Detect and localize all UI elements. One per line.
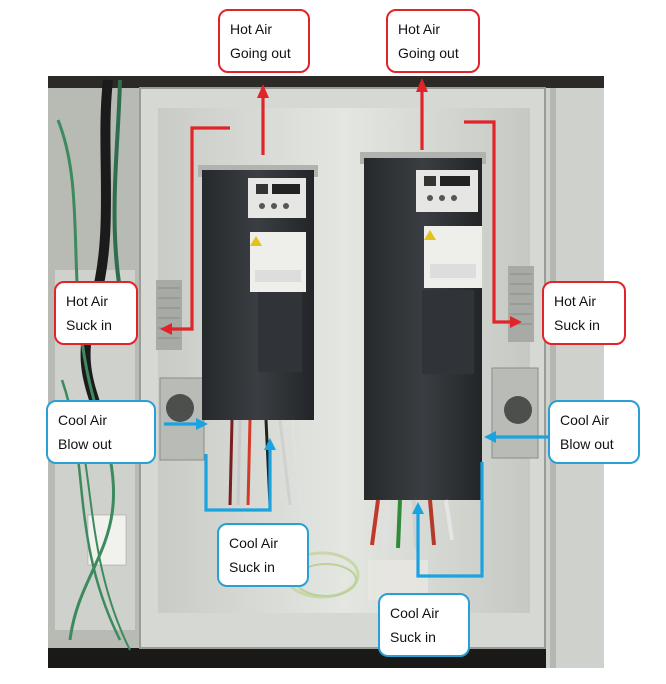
callout-hot-air-going-out-left: Hot Air Going out xyxy=(218,9,310,73)
callout-line2: Suck in xyxy=(554,317,600,333)
callout-line2: Going out xyxy=(398,45,459,61)
cool-air-arrows xyxy=(164,422,548,578)
callout-hot-air-suck-in-right: Hot Air Suck in xyxy=(542,281,626,345)
right-drive-cover xyxy=(422,290,474,374)
callout-line2: Going out xyxy=(230,45,291,61)
left-drive-cover xyxy=(258,292,302,372)
callout-line2: Blow out xyxy=(58,436,112,452)
hot-air-arrows xyxy=(170,88,512,331)
callout-line1: Cool Air xyxy=(58,412,108,428)
callout-line1: Cool Air xyxy=(390,605,440,621)
hot-air-arrowheads xyxy=(160,78,522,335)
callout-line1: Hot Air xyxy=(398,21,441,37)
callout-hot-air-going-out-right: Hot Air Going out xyxy=(386,9,480,73)
callout-line1: Cool Air xyxy=(560,412,610,428)
callout-cool-air-blow-out-left: Cool Air Blow out xyxy=(46,400,156,464)
callout-line1: Hot Air xyxy=(66,293,109,309)
callout-cool-air-suck-in-right: Cool Air Suck in xyxy=(378,593,470,657)
callout-cool-air-blow-out-right: Cool Air Blow out xyxy=(548,400,640,464)
cool-air-arrowheads xyxy=(196,418,496,514)
callout-hot-air-suck-in-left: Hot Air Suck in xyxy=(54,281,138,345)
right-fan xyxy=(504,396,532,424)
left-fan xyxy=(166,394,194,422)
callout-line1: Hot Air xyxy=(554,293,597,309)
callout-line1: Cool Air xyxy=(229,535,279,551)
callout-line2: Blow out xyxy=(560,436,614,452)
callout-cool-air-suck-in-left: Cool Air Suck in xyxy=(217,523,309,587)
callout-line2: Suck in xyxy=(390,629,436,645)
callout-line2: Suck in xyxy=(66,317,112,333)
callout-line2: Suck in xyxy=(229,559,275,575)
callout-line1: Hot Air xyxy=(230,21,273,37)
left-vent xyxy=(156,280,182,350)
